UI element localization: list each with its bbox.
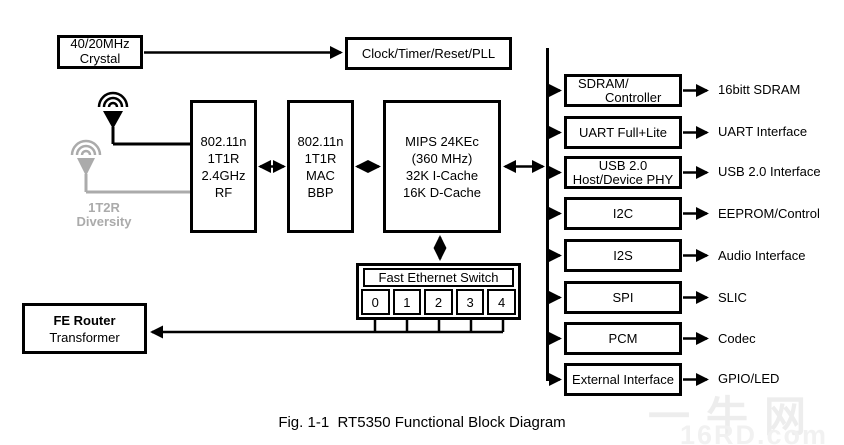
diversity-label-line2: Diversity: [76, 214, 132, 229]
block-line: Host/Device PHY: [572, 171, 674, 187]
mac-line: 802.11n: [297, 133, 344, 149]
external-label-uart: UART Interface: [718, 124, 808, 139]
clock-timer-reset-pll-block: Clock/Timer/Reset/PLL: [345, 37, 512, 70]
pcm-block: PCM: [564, 322, 682, 355]
block-line: Controller: [605, 89, 662, 105]
fes-port-1: 1: [392, 289, 422, 315]
watermark-site: 16RD.com: [680, 420, 829, 445]
crystal-block: 40/20MHz Crystal: [57, 35, 143, 69]
fes-header: Fast Ethernet Switch: [363, 268, 514, 287]
block-line: PCM: [608, 330, 638, 346]
external-label-eeprom: EEPROM/Control: [718, 206, 820, 221]
external-label-audio: Audio Interface: [718, 248, 806, 263]
sdram-controller-block: SDRAM/ Controller: [564, 74, 682, 107]
fe-router-line1: FE Router: [53, 312, 116, 328]
fe-router-line2: Transformer: [49, 329, 120, 345]
block-line: External Interface: [572, 371, 674, 387]
rf-line: 1T1R: [207, 150, 240, 166]
crystal-line1: 40/20MHz: [70, 35, 130, 51]
fes-port-4: 4: [487, 289, 516, 315]
block-line: I2S: [613, 247, 633, 263]
watermark-text: 一牛网: [648, 393, 823, 440]
mips-line: 16K D-Cache: [402, 184, 482, 200]
block-line: UART Full+Lite: [578, 124, 668, 140]
fes-port-2: 2: [424, 289, 453, 315]
usb-phy-block: USB 2.0 Host/Device PHY: [564, 156, 682, 189]
fast-ethernet-switch-block: Fast Ethernet Switch 0 1 2 3 4: [356, 263, 521, 320]
fes-ports: 0 1 2 3 4: [361, 289, 516, 315]
bus-to-peripheral-arrows: [548, 84, 562, 386]
peripheral-to-external-arrows: [683, 84, 709, 386]
rf-line: 802.11n: [200, 133, 247, 149]
mips-line: MIPS 24KEc: [405, 133, 479, 149]
block-line: SPI: [612, 289, 634, 305]
uart-block: UART Full+Lite: [564, 116, 682, 149]
block-line: I2C: [612, 205, 634, 221]
diversity-antenna-icon: [70, 139, 191, 194]
mips-cpu-block: MIPS 24KEc (360 MHz) 32K I-Cache 16K D-C…: [383, 100, 501, 233]
mac-line: BBP: [307, 184, 334, 200]
external-interface-block: External Interface: [564, 363, 682, 396]
external-label-gpio: GPIO/LED: [718, 371, 780, 386]
block-line: SDRAM/: [578, 75, 629, 91]
mips-line: 32K I-Cache: [405, 167, 479, 183]
crystal-line2: Crystal: [64, 51, 136, 69]
rf-line: RF: [214, 184, 233, 200]
mips-line: (360 MHz): [411, 150, 473, 166]
switch-to-router-wires: [150, 318, 505, 339]
fes-port-3: 3: [455, 289, 485, 315]
spi-block: SPI: [564, 281, 682, 314]
block-line: USB 2.0: [598, 157, 648, 173]
external-label-slic: SLIC: [718, 290, 747, 305]
external-label-usb: USB 2.0 Interface: [718, 164, 821, 179]
clock-label: Clock/Timer/Reset/PLL: [361, 46, 496, 61]
rf-block: 802.11n 1T1R 2.4GHz RF: [190, 100, 257, 233]
rf-line: 2.4GHz: [201, 167, 246, 183]
mac-line: MAC: [306, 167, 335, 183]
figure-caption: Fig. 1-1 RT5350 Functional Block Diagram: [278, 414, 566, 431]
diversity-antenna-label: 1T2R Diversity: [58, 201, 150, 229]
mac-line: 1T1R: [304, 150, 337, 166]
external-label-sdram: 16bitt SDRAM: [718, 82, 801, 97]
diversity-label-line1: 1T2R: [88, 200, 120, 215]
external-label-codec: Codec: [718, 331, 756, 346]
i2c-block: I2C: [564, 197, 682, 230]
i2s-block: I2S: [564, 239, 682, 272]
mac-bbp-block: 802.11n 1T1R MAC BBP: [287, 100, 354, 233]
fes-port-0: 0: [361, 289, 390, 315]
antenna-icon: [97, 91, 191, 146]
fe-router-transformer-block: FE Router Transformer: [22, 303, 147, 354]
